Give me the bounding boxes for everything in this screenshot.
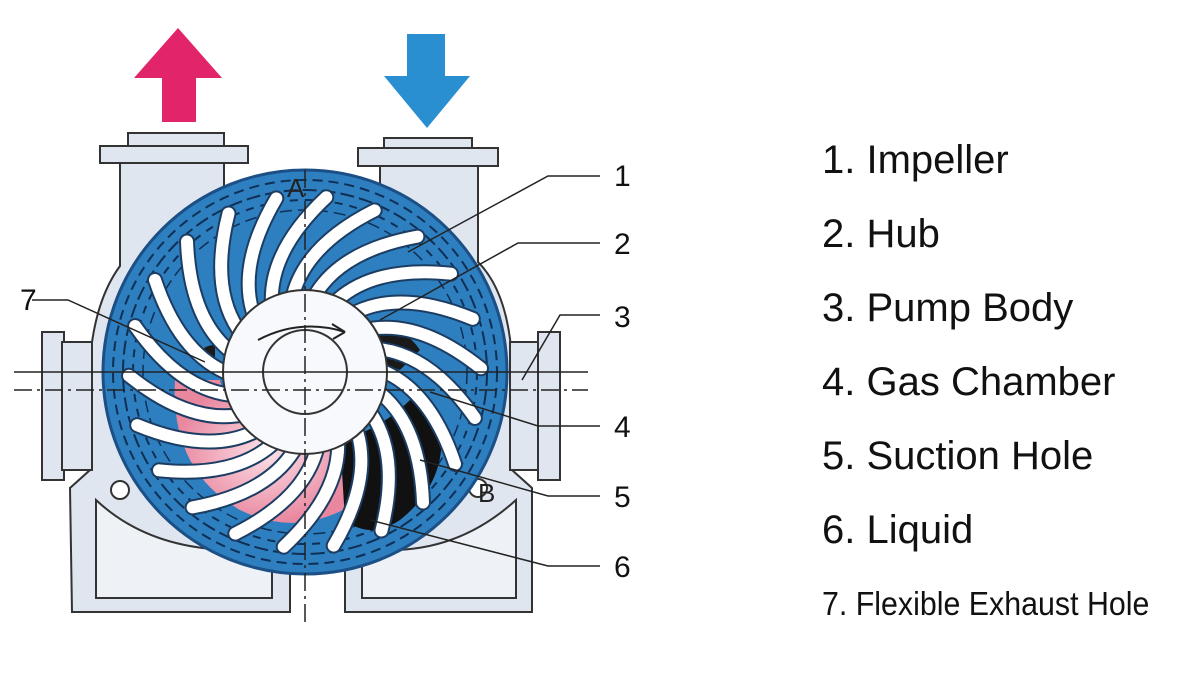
impeller-blade bbox=[129, 320, 235, 401]
impeller-blade bbox=[379, 366, 461, 470]
impeller-blade bbox=[332, 266, 457, 306]
impeller-blade bbox=[327, 426, 368, 552]
impeller-blade bbox=[366, 409, 395, 537]
impeller-blade bbox=[287, 204, 381, 299]
callout-1: 1 bbox=[614, 160, 631, 193]
impeller-blade bbox=[131, 419, 259, 448]
impeller-blade bbox=[375, 388, 429, 509]
inlet-arrow-icon bbox=[384, 34, 470, 128]
callout-6: 6 bbox=[614, 551, 631, 584]
impeller-blade bbox=[149, 274, 231, 378]
impeller-blade bbox=[366, 321, 487, 375]
impeller-blade bbox=[351, 296, 479, 325]
callout-5: 5 bbox=[614, 481, 631, 514]
legend-item-impeller: 1. Impeller bbox=[822, 138, 1009, 182]
impeller-blade bbox=[265, 191, 333, 306]
legend-item-gas-chamber: 4. Gas Chamber bbox=[822, 360, 1116, 404]
impeller-blade bbox=[153, 438, 278, 478]
callout-2: 2 bbox=[614, 228, 631, 261]
legend-item-suction-hole: 5. Suction Hole bbox=[822, 434, 1094, 478]
impeller-blade bbox=[181, 235, 235, 356]
impeller-blade bbox=[375, 343, 481, 424]
callout-4: 4 bbox=[614, 411, 631, 444]
rotation-arrow-icon bbox=[257, 325, 346, 341]
impeller-blade bbox=[123, 369, 244, 423]
impeller-blade bbox=[229, 445, 323, 540]
outlet-arrow-icon bbox=[134, 28, 222, 122]
impeller-blade bbox=[242, 192, 283, 318]
legend-item-flexible-exhaust-hole: 7. Flexible Exhaust Hole bbox=[822, 585, 1150, 622]
impeller-blade bbox=[215, 207, 244, 335]
legend-item-hub: 2. Hub bbox=[822, 212, 940, 256]
impeller-blade bbox=[310, 230, 424, 299]
impeller-blade bbox=[277, 438, 345, 553]
leader-lines bbox=[32, 175, 600, 567]
axis-letter-b: B bbox=[478, 478, 495, 508]
legend-list: 1. Impeller 2. Hub 3. Pump Body 4. Gas C… bbox=[822, 138, 1194, 656]
legend-item-pump-body: 3. Pump Body bbox=[822, 286, 1074, 330]
axis-letter-a: A bbox=[287, 173, 305, 203]
pump-diagram: A B 1 2 3 4 5 6 7 bbox=[14, 28, 631, 625]
center-lines bbox=[14, 170, 588, 625]
callout-3: 3 bbox=[614, 301, 631, 334]
impeller-blade bbox=[186, 445, 300, 514]
legend-item-liquid: 6. Liquid bbox=[822, 508, 974, 552]
callout-7: 7 bbox=[20, 284, 37, 317]
impeller-blades bbox=[121, 189, 489, 555]
